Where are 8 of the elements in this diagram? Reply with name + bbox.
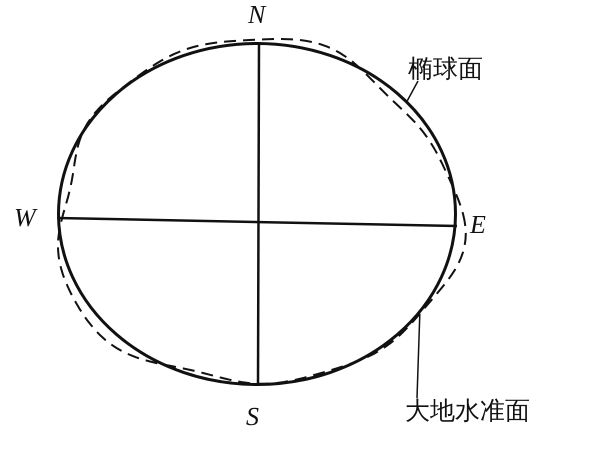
- direction-letter: S: [246, 404, 259, 430]
- direction-letter: W: [14, 205, 36, 231]
- direction-letter: E: [470, 212, 486, 238]
- leader-line: [416, 314, 421, 398]
- leader-line: [406, 80, 419, 101]
- direction-letter: N: [248, 2, 266, 28]
- label-text: 椭球面: [408, 56, 483, 81]
- label-text: 大地水准面: [405, 398, 530, 423]
